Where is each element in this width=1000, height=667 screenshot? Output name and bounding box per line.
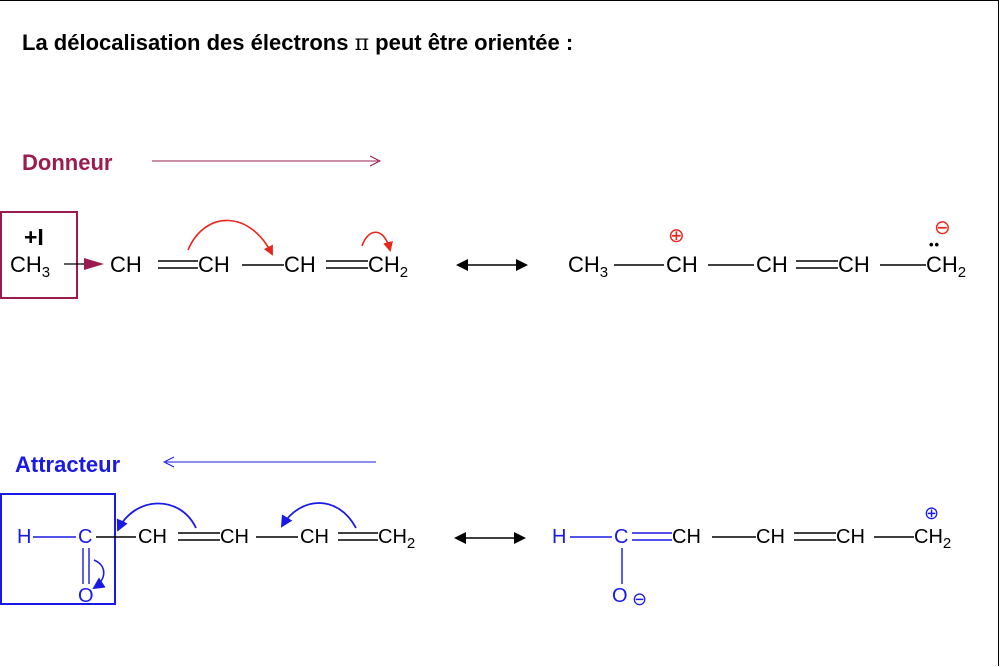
attracteur-o: O: [78, 585, 94, 607]
acceptor-group-box: [0, 493, 116, 605]
positive-charge-symbol: ⊕: [668, 225, 685, 247]
attracteur-res-ch-3: CH: [836, 526, 865, 548]
donneur-res-ch-3: CH: [838, 252, 870, 277]
attracteur-ch-1: CH: [138, 526, 167, 548]
donneur-resonance-bonds: [614, 260, 926, 269]
lone-pair-dots: ••: [929, 237, 941, 252]
curved-electron-arrow-5: [92, 559, 106, 590]
oxygen-negative-charge: ⊖: [632, 589, 648, 609]
negative-charge-symbol: ⊖: [934, 217, 951, 239]
donneur-direction-arrow: [152, 155, 382, 167]
donneur-ch3: CH3: [10, 252, 51, 281]
curved-electron-arrow-2: [361, 231, 393, 252]
attracteur-h: H: [17, 526, 32, 548]
inductive-arrow: [64, 258, 104, 270]
curved-electron-arrow-3: [116, 502, 197, 532]
donneur-ch-1: CH: [110, 252, 142, 277]
attracteur-chain-bonds: [33, 532, 378, 584]
attracteur-res-h: H: [552, 526, 567, 548]
donneur-res-ch2: CH2: [926, 252, 967, 281]
donor-group-box: [0, 211, 78, 299]
attracteur-res-o: O: [612, 585, 628, 607]
donneur-ch-3: CH: [284, 252, 316, 277]
attracteur-res-ch-1: CH: [672, 526, 701, 548]
attracteur-direction-arrow: [162, 456, 376, 468]
slide-title: La délocalisation des électrons π peut ê…: [22, 30, 574, 56]
donneur-heading: Donneur: [22, 150, 113, 175]
curved-electron-arrow-4: [280, 502, 357, 529]
attracteur-heading: Attracteur: [15, 452, 121, 477]
attracteur-ch-3: CH: [300, 526, 329, 548]
donneur-chain-bonds: [158, 260, 368, 269]
donneur-resonance-arrow: [456, 259, 528, 271]
donneur-res-ch-2: CH: [756, 252, 788, 277]
attracteur-res-ch2: CH2: [914, 526, 952, 552]
attracteur-ch-2: CH: [220, 526, 249, 548]
donneur-res-ch-1: CH: [666, 252, 698, 277]
attracteur-ch2: CH2: [378, 526, 416, 552]
donneur-ch-2: CH: [198, 252, 230, 277]
attracteur-c: C: [78, 526, 93, 548]
curved-electron-arrow-1: [187, 219, 273, 256]
attracteur-resonance-bonds: [570, 532, 914, 584]
carbon-positive-charge: ⊕: [924, 503, 940, 523]
donneur-res-ch3: CH3: [568, 252, 609, 281]
attracteur-res-c: C: [614, 526, 629, 548]
donneur-ch2: CH2: [368, 252, 409, 281]
attracteur-res-ch-2: CH: [756, 526, 785, 548]
attracteur-resonance-arrow: [454, 532, 526, 544]
inductive-effect-label: +I: [24, 224, 44, 250]
